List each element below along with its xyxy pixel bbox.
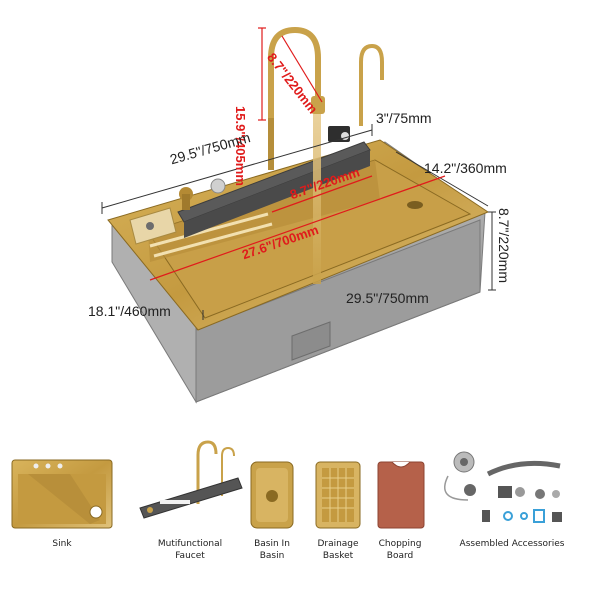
thumb-basin xyxy=(250,461,294,529)
control-panel xyxy=(177,126,371,238)
thumb-accessories xyxy=(444,451,562,523)
dimension-lines xyxy=(101,124,496,320)
caption-faucet: Mutifunctional Faucet xyxy=(157,539,223,561)
caption-basket: Drainage Basket xyxy=(317,539,359,561)
dimension-bottom-width: 29.5"/750mm xyxy=(346,290,429,306)
dimension-bottom-depth: 18.1"/460mm xyxy=(88,303,171,319)
front-slot xyxy=(291,321,331,361)
secondary-faucet xyxy=(359,43,384,126)
caption-sink: Sink xyxy=(52,539,72,549)
dimension-lines-red xyxy=(149,27,446,281)
thumb-sink xyxy=(11,459,113,529)
water-stream xyxy=(313,114,321,284)
knob-icon xyxy=(210,178,226,194)
caption-basin: Basin In Basin xyxy=(254,539,290,561)
caption-accessories: Assembled Accessories xyxy=(459,539,565,549)
inner-basin-wall xyxy=(148,160,380,262)
dimension-bowl-depth: 8.7"/220mm xyxy=(496,208,512,284)
caption-board: Chopping Board xyxy=(378,539,422,561)
thumb-faucet xyxy=(139,440,243,519)
thumb-basket xyxy=(315,461,361,529)
dimension-top-depth: 14.2"/360mm xyxy=(424,160,507,176)
thumb-board xyxy=(377,461,425,529)
dimension-deck-width: 3"/75mm xyxy=(376,110,432,126)
drain-icon xyxy=(407,201,423,209)
